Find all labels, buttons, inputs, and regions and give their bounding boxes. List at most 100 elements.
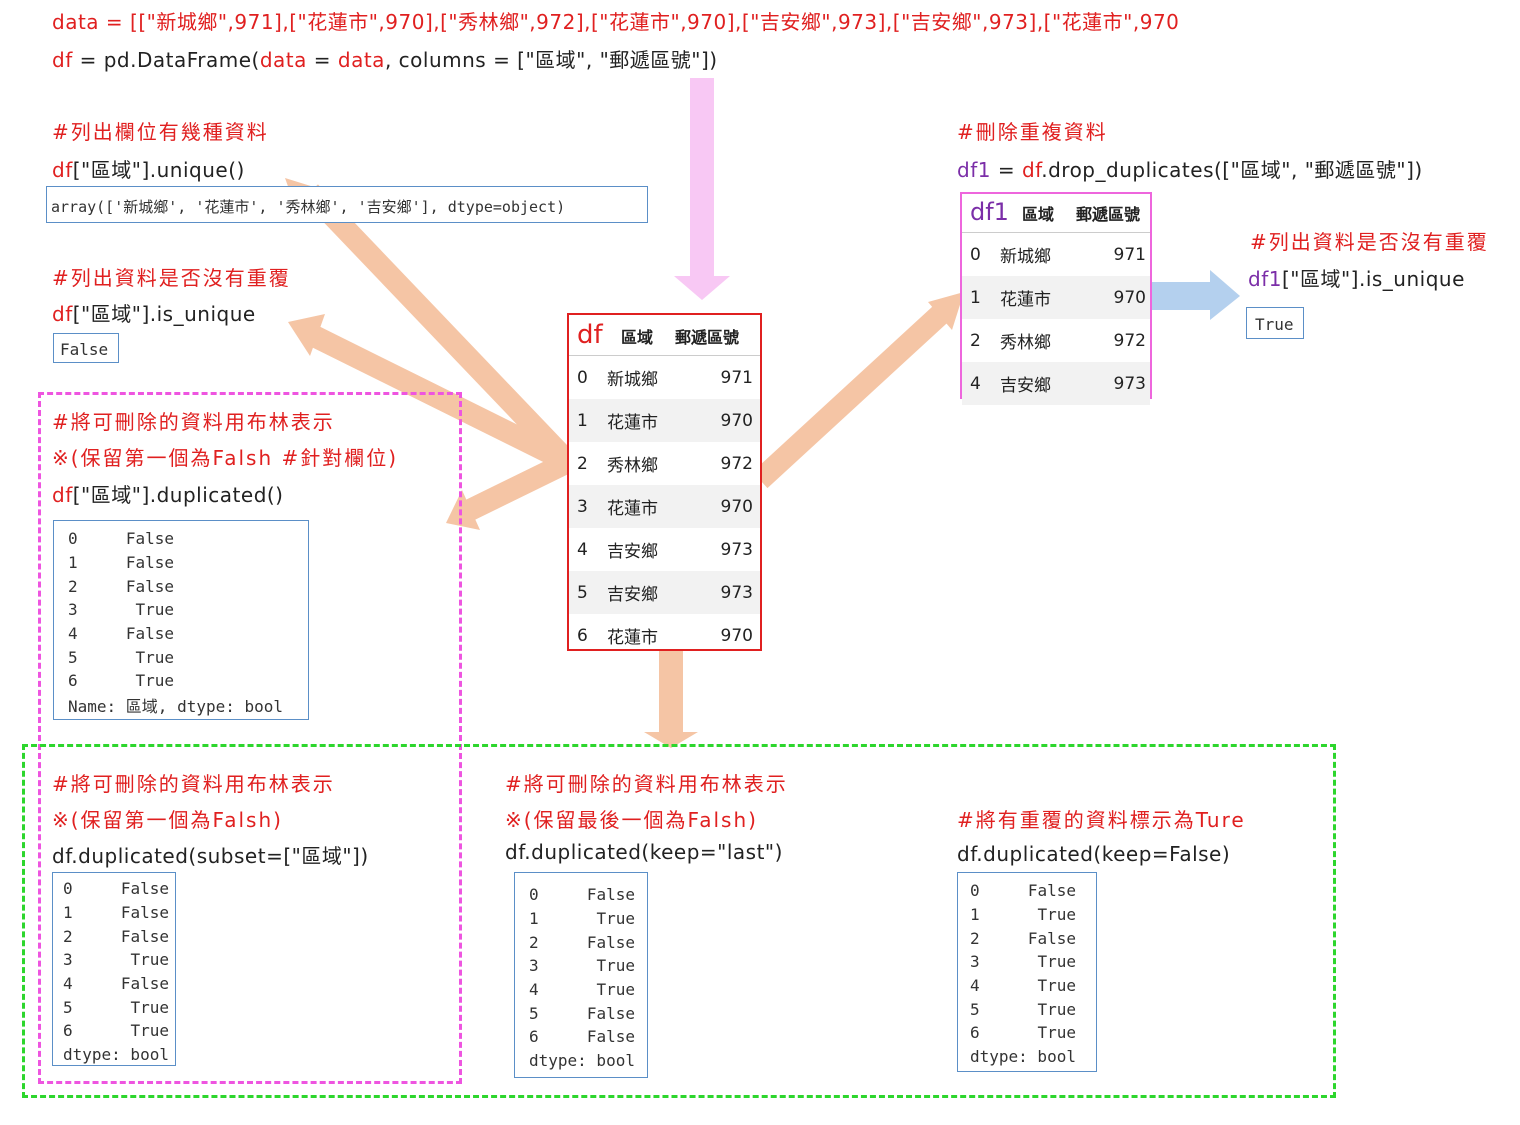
row-value: True xyxy=(1037,999,1076,1019)
last-note: ※(保留最後一個為Falsh) xyxy=(505,808,758,832)
duplicated-col-comment: #將可刪除的資料用布林表示 xyxy=(52,410,335,434)
output-row: 3 True xyxy=(529,954,647,978)
row-area: 吉安鄉 xyxy=(607,585,658,605)
df-var: df xyxy=(52,302,73,326)
row-value: False xyxy=(125,529,174,549)
subset-comment: #將可刪除的資料用布林表示 xyxy=(52,772,335,796)
row-index: 2 xyxy=(577,453,588,474)
df1-var: df1 xyxy=(957,158,991,182)
row-zip: 971 xyxy=(720,367,753,388)
row-zip: 973 xyxy=(720,539,753,560)
code-part: , columns = ["區域", "郵遞區號"]) xyxy=(384,48,718,72)
unique-code: df["區域"].unique() xyxy=(52,154,245,183)
row-value: True xyxy=(130,950,169,970)
row-index: 6 xyxy=(63,1021,73,1041)
row-value: True xyxy=(596,980,635,1000)
row-zip: 970 xyxy=(720,625,753,646)
row-index: 4 xyxy=(577,539,588,560)
row-index: 5 xyxy=(970,999,980,1019)
duplicated-col-code: df["區域"].duplicated() xyxy=(52,479,284,508)
dataframe-creation-line: df = pd.DataFrame(data = data, columns =… xyxy=(52,44,718,73)
row-index: 5 xyxy=(577,582,588,603)
df1-unique-comment: #列出資料是否沒有重覆 xyxy=(1250,230,1489,254)
row-index: 5 xyxy=(68,647,78,667)
df-table-header: df 區域 郵遞區號 xyxy=(569,315,760,356)
row-index: 6 xyxy=(970,1023,980,1043)
data-definition-line: data = [["新城鄉",971],["花蓮市",970],["秀林鄉",9… xyxy=(52,10,1180,34)
row-value: False xyxy=(125,576,174,596)
row-index: 1 xyxy=(529,909,539,929)
df1-table-header: df1 區域 郵遞區號 xyxy=(962,194,1150,233)
subset-note: ※(保留第一個為Falsh) xyxy=(52,808,283,832)
row-index: 5 xyxy=(529,1003,539,1023)
row-index: 3 xyxy=(63,950,73,970)
row-zip: 972 xyxy=(720,453,753,474)
code-part: = xyxy=(990,158,1022,182)
row-index: 2 xyxy=(970,330,981,351)
row-value: False xyxy=(120,903,169,923)
df-var: df xyxy=(52,158,73,182)
row-value: True xyxy=(135,647,174,667)
row-index: 1 xyxy=(970,905,980,925)
duplicated-col-note: ※(保留第一個為Falsh #針對欄位) xyxy=(52,446,399,470)
code-part: ["區域"].is_unique xyxy=(72,302,256,326)
output-row: 3 True xyxy=(63,948,175,972)
arrow-df-to-bottom xyxy=(644,650,698,748)
unique-comment: #列出欄位有幾種資料 xyxy=(52,120,269,144)
row-area: 吉安鄉 xyxy=(607,542,658,562)
row-zip: 972 xyxy=(1113,330,1146,351)
row-value: True xyxy=(1037,1023,1076,1043)
row-value: True xyxy=(1037,976,1076,996)
row-value: True xyxy=(135,600,174,620)
green-dashed-region xyxy=(22,744,1336,1098)
arrow-df-to-df1 xyxy=(752,292,964,489)
code-part: ["區域"].is_unique xyxy=(1281,267,1465,291)
df-var: df xyxy=(52,48,73,72)
row-value: True xyxy=(596,956,635,976)
is-unique-comment: #列出資料是否沒有重覆 xyxy=(52,266,291,290)
is-unique-output: False xyxy=(53,333,119,363)
row-index: 6 xyxy=(577,625,588,646)
output-footer: Name: 區域, dtype: bool xyxy=(68,696,284,716)
output-footer: dtype: bool xyxy=(529,1051,635,1071)
row-index: 3 xyxy=(577,496,588,517)
row-index: 4 xyxy=(970,373,981,394)
df1-var: df1 xyxy=(1248,267,1282,291)
data-kw: data xyxy=(259,48,307,72)
df1-col-zip: 郵遞區號 xyxy=(1076,205,1141,224)
df-var: df xyxy=(52,483,73,507)
df-var: df xyxy=(1021,158,1042,182)
output-row: 5 True xyxy=(970,997,1096,1021)
row-area: 花蓮市 xyxy=(607,499,658,519)
last-comment: #將可刪除的資料用布林表示 xyxy=(505,772,788,796)
row-index: 3 xyxy=(529,956,539,976)
arrow-df-to-duplicated xyxy=(446,452,573,530)
df-table-name: df xyxy=(577,320,603,350)
table-row: 2 秀林鄉 972 xyxy=(569,442,760,485)
output-row: 6 True xyxy=(970,1021,1096,1045)
row-area: 花蓮市 xyxy=(607,413,658,433)
row-area: 秀林鄉 xyxy=(607,456,658,476)
